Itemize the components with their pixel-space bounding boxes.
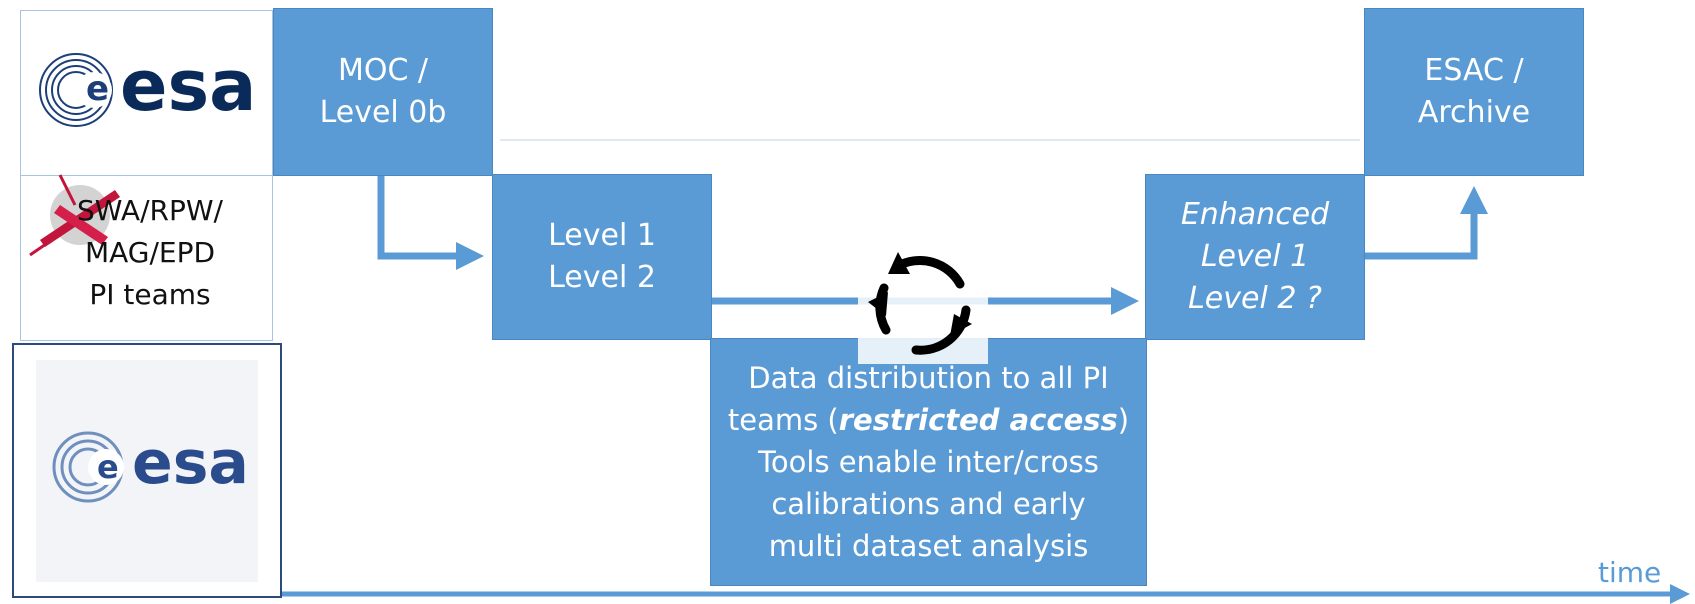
- pi-teams-line-2: MAG/EPD: [84, 236, 216, 269]
- moc-line-1: MOC /: [337, 53, 429, 88]
- level1-level2-box: Level 1 Level 2: [492, 174, 712, 340]
- esac-line-1: ESAC /: [1424, 53, 1524, 88]
- distribution-line-1: Data distribution to all PI: [748, 361, 1109, 395]
- moc-level0b-box: MOC / Level 0b: [273, 8, 493, 176]
- distribution-line-4: calibrations and early: [771, 487, 1086, 521]
- level12-line-2: Level 2: [548, 260, 656, 295]
- esac-archive-box: ESAC / Archive: [1364, 8, 1584, 176]
- pi-teams-line-1: SWA/RPW/: [77, 194, 223, 227]
- distribution-line-2: teams (restricted access): [728, 399, 1129, 441]
- esa-logo-cell-top: [20, 10, 273, 176]
- esac-line-2: Archive: [1417, 95, 1531, 130]
- svg-text:e: e: [97, 448, 119, 486]
- moc-to-level12-arrow: [377, 176, 484, 270]
- enhanced-line-2: Level 1: [1200, 239, 1310, 274]
- distribution-line-5: multi dataset analysis: [768, 529, 1089, 563]
- data-distribution-box: Data distribution to all PI teams (restr…: [710, 338, 1147, 586]
- restricted-access-text: restricted access: [838, 403, 1118, 437]
- pi-teams-label: SWA/RPW/ MAG/EPD PI teams: [30, 190, 270, 316]
- pi-teams-line-3: PI teams: [89, 278, 211, 311]
- enhanced-to-esac-arrow: [1365, 186, 1488, 260]
- esa-logo-panel-bottom: [36, 360, 258, 582]
- spacecraft-icon: [29, 174, 120, 257]
- distribution-line-3: Tools enable inter/cross: [758, 445, 1099, 479]
- esa-logo-icon-top: e: [39, 53, 113, 127]
- distribution-line-2-prefix: teams (: [727, 403, 839, 437]
- esa-wordmark-bottom: esa: [132, 428, 249, 498]
- distribution-line-2-suffix: ): [1117, 403, 1130, 437]
- esa-wordmark-top: esa: [120, 45, 257, 127]
- moc-line-2: Level 0b: [319, 95, 447, 130]
- esa-logo-icon-bottom: e: [52, 431, 124, 503]
- enhanced-line-1: Enhanced: [1180, 197, 1330, 232]
- enhanced-level-box: Enhanced Level 1 Level 2 ?: [1145, 174, 1365, 340]
- enhanced-line-3: Level 2 ?: [1188, 281, 1322, 316]
- refresh-cycle-icon: [858, 244, 988, 364]
- timeline-label: time: [1598, 556, 1662, 589]
- svg-text:e: e: [86, 69, 109, 109]
- level12-line-1: Level 1: [548, 218, 656, 253]
